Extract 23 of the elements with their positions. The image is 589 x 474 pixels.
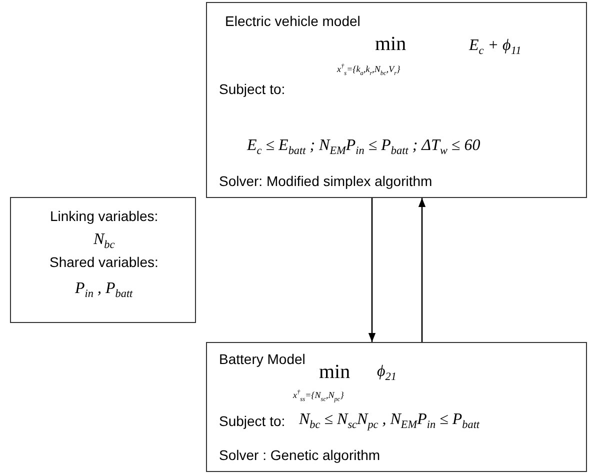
formula: P$_{in}$ , P$_{batt}$ (75, 280, 133, 302)
formula: x$^{†}$$_{ss}$={N$_{sc}$,N$_{pc}$} (293, 389, 344, 404)
model-box (206, 342, 587, 472)
model-title: Battery Model (219, 351, 306, 368)
model-box (206, 2, 587, 198)
formula: E$_{c}$ ≤ E$_{batt}$ ; N$_{EM}$P$_{in}$ ≤ P$_{batt}$ ; ΔT$_{w}$ ≤ 60 (247, 137, 480, 158)
heading: Shared variables: (50, 254, 158, 270)
formula: x$^{†}$$_{s}$={k$_{a}$,k$_{r}$,N$_{bc}$,V$_{r}$} (337, 63, 400, 78)
arrow (368, 198, 376, 342)
formula: ϕ$_{21}$ (377, 363, 396, 384)
formula: N$_{bc}$ ≤ N$_{sc}$N$_{pc}$ , N$_{EM}$P$_{in}$ ≤ P$_{batt}$ (299, 411, 480, 432)
formula: min (375, 33, 406, 56)
formula: E$_{c}$ + ϕ$_{11}$ (469, 37, 522, 58)
solver-text: Solver: Modified simplex algorithm (219, 173, 432, 190)
formula: min (319, 361, 350, 384)
heading: Subject to: (219, 413, 286, 430)
model-title: Electric vehicle model (225, 13, 360, 30)
solver-text: Solver : Genetic algorithm (219, 447, 380, 464)
arrow (418, 198, 426, 342)
formula: N$_{bc}$ (94, 231, 115, 252)
heading: Subject to: (219, 81, 286, 98)
heading: Linking variables: (50, 208, 158, 224)
variables-box (10, 197, 196, 323)
